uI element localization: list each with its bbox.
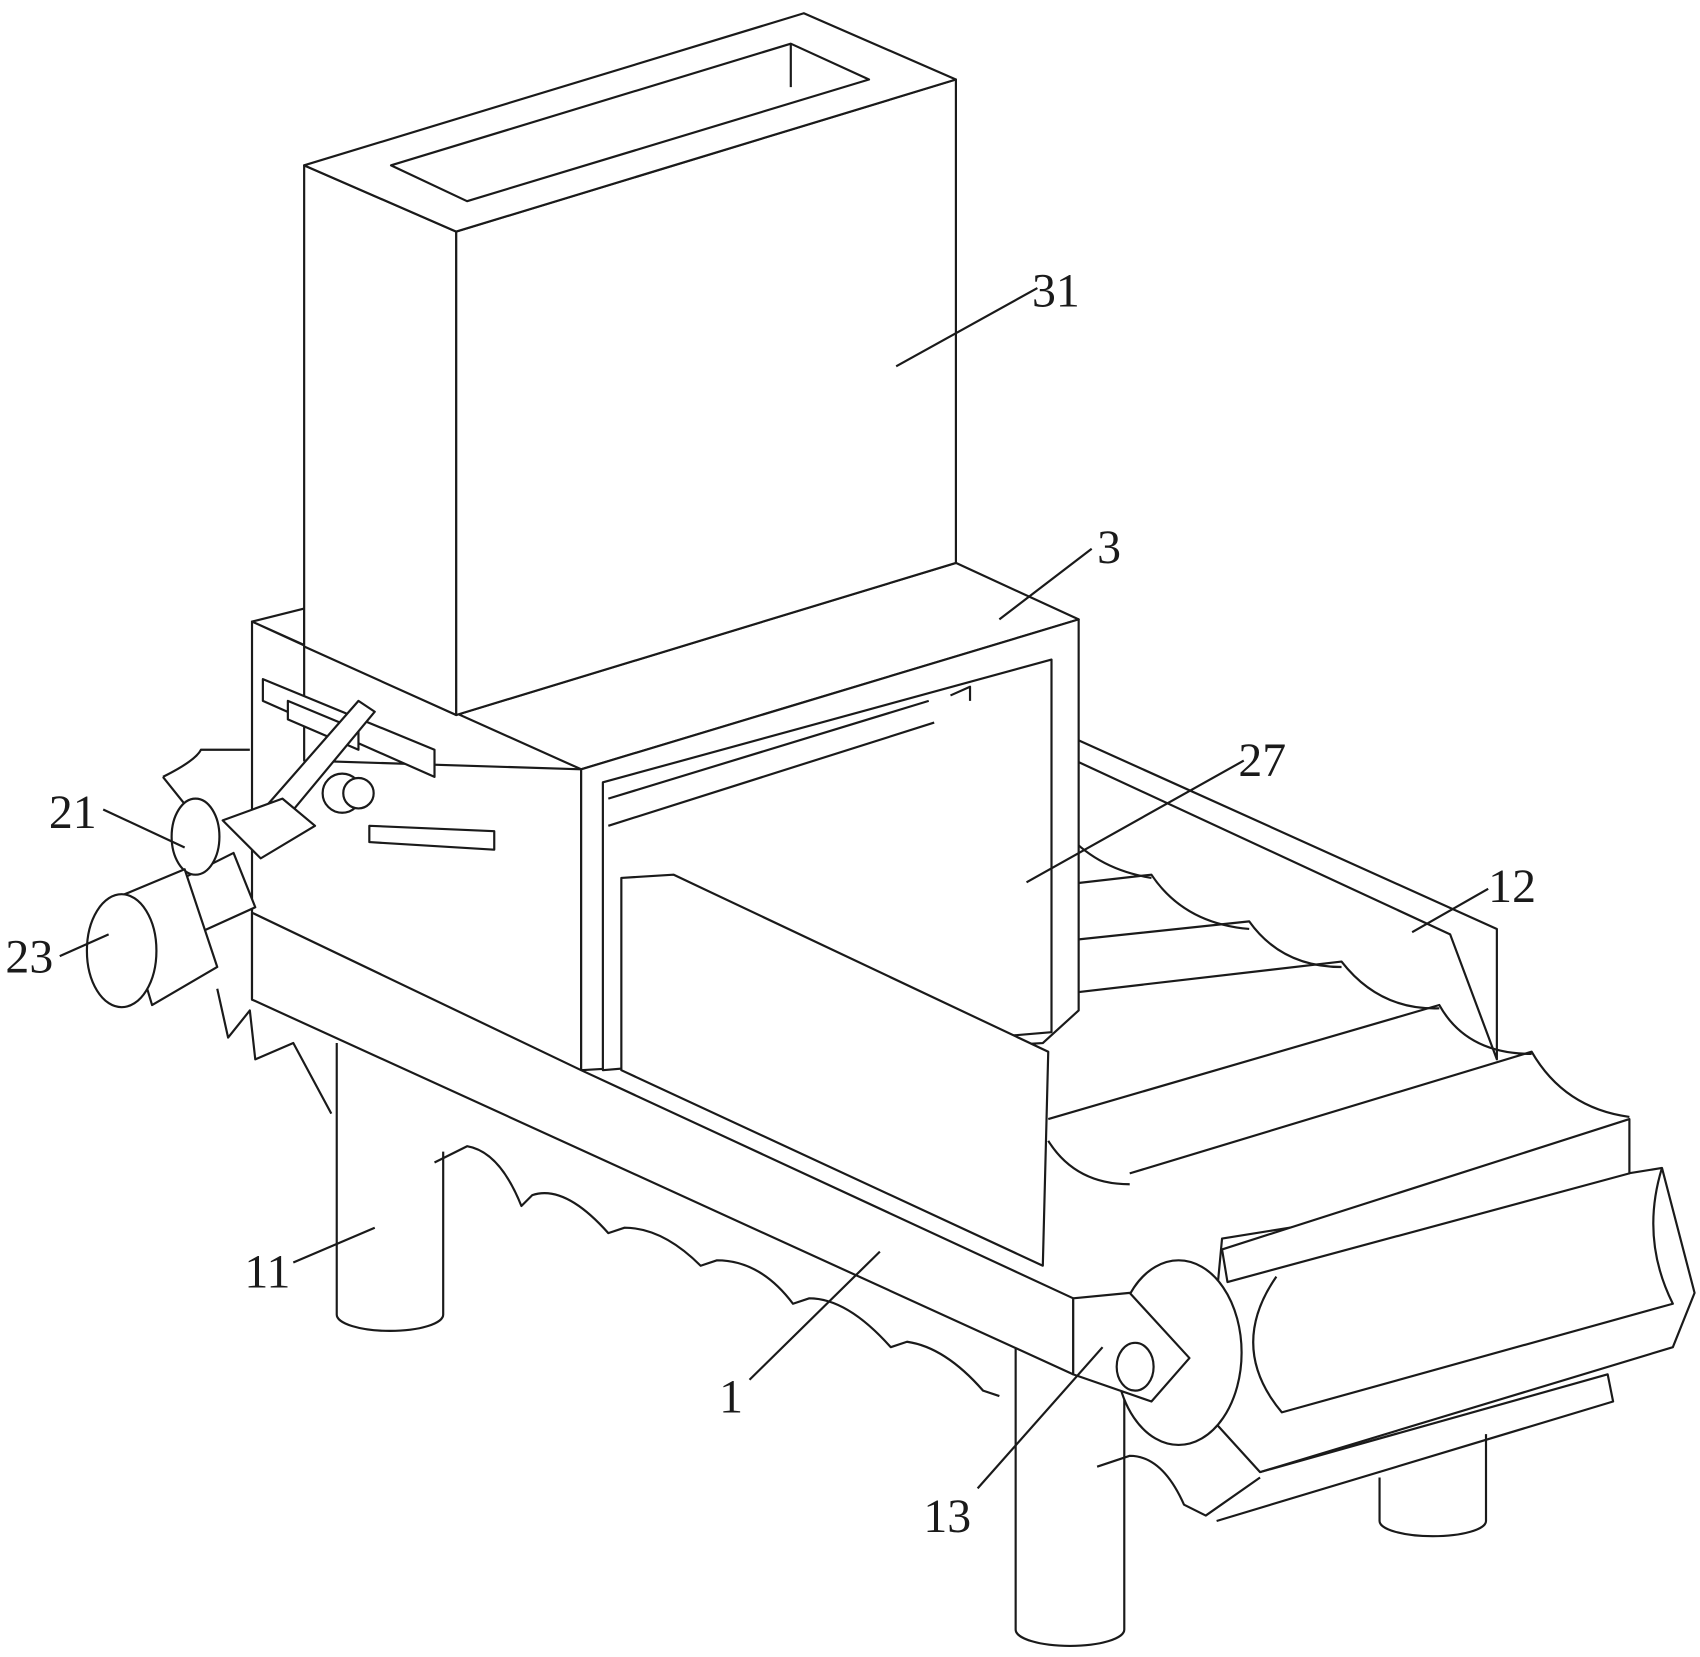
label-12: 12 xyxy=(1488,860,1536,913)
label-11: 11 xyxy=(244,1245,290,1298)
label-3: 3 xyxy=(1097,521,1121,574)
label-13: 13 xyxy=(923,1490,971,1543)
label-23: 23 xyxy=(5,930,53,983)
label-31: 31 xyxy=(1032,265,1080,318)
conveyor-side-panel xyxy=(1075,739,1496,1059)
label-21: 21 xyxy=(49,786,97,839)
support-leg-back-right xyxy=(1380,1434,1486,1536)
hopper-left-face xyxy=(304,165,456,715)
label-1: 1 xyxy=(719,1370,743,1423)
support-leg-front-right xyxy=(1016,1347,1125,1646)
support-leg-back-left xyxy=(337,1043,443,1331)
label-27: 27 xyxy=(1238,734,1286,787)
